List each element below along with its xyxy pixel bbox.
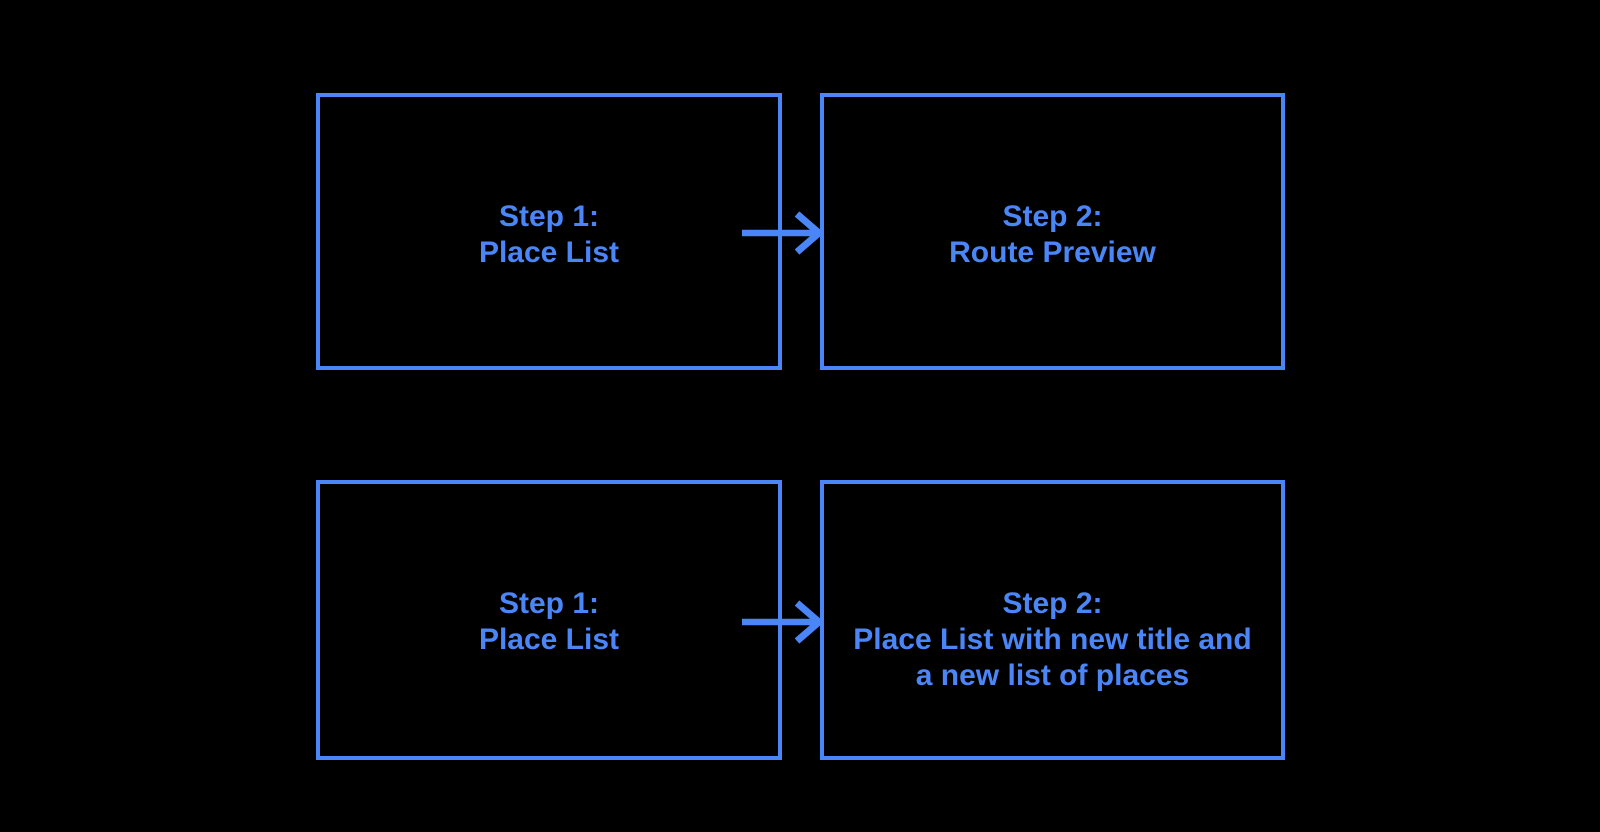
label-line: Step 1:: [498, 587, 600, 620]
label-line: Place List: [478, 623, 620, 656]
flow1-step1-box: Step 1: Place List: [316, 93, 782, 370]
flow1-step2-label: Step 2: Route Preview: [824, 199, 1281, 271]
flow2-step1-box: Step 1: Place List: [316, 480, 782, 760]
label-line: a new list of places: [915, 659, 1190, 692]
label-line: Step 2:: [1002, 200, 1103, 233]
flow2-step1-label: Step 1: Place List: [320, 586, 778, 658]
label-line: Place List with new title and: [853, 623, 1252, 656]
label-line: Place List: [478, 236, 620, 269]
label-line: Step 1:: [498, 200, 600, 233]
flow1-arrow-right-icon: [742, 210, 824, 256]
flow1-step2-box: Step 2: Route Preview: [820, 93, 1285, 370]
flow2-arrow-right-icon: [742, 599, 824, 645]
flow1-step1-label: Step 1: Place List: [320, 199, 778, 271]
label-line: Step 2:: [1002, 587, 1103, 620]
label-line: Route Preview: [949, 236, 1156, 269]
flow2-step2-box: Step 2: Place List with new title and a …: [820, 480, 1285, 760]
flow2-step2-label: Step 2: Place List with new title and a …: [824, 586, 1281, 694]
